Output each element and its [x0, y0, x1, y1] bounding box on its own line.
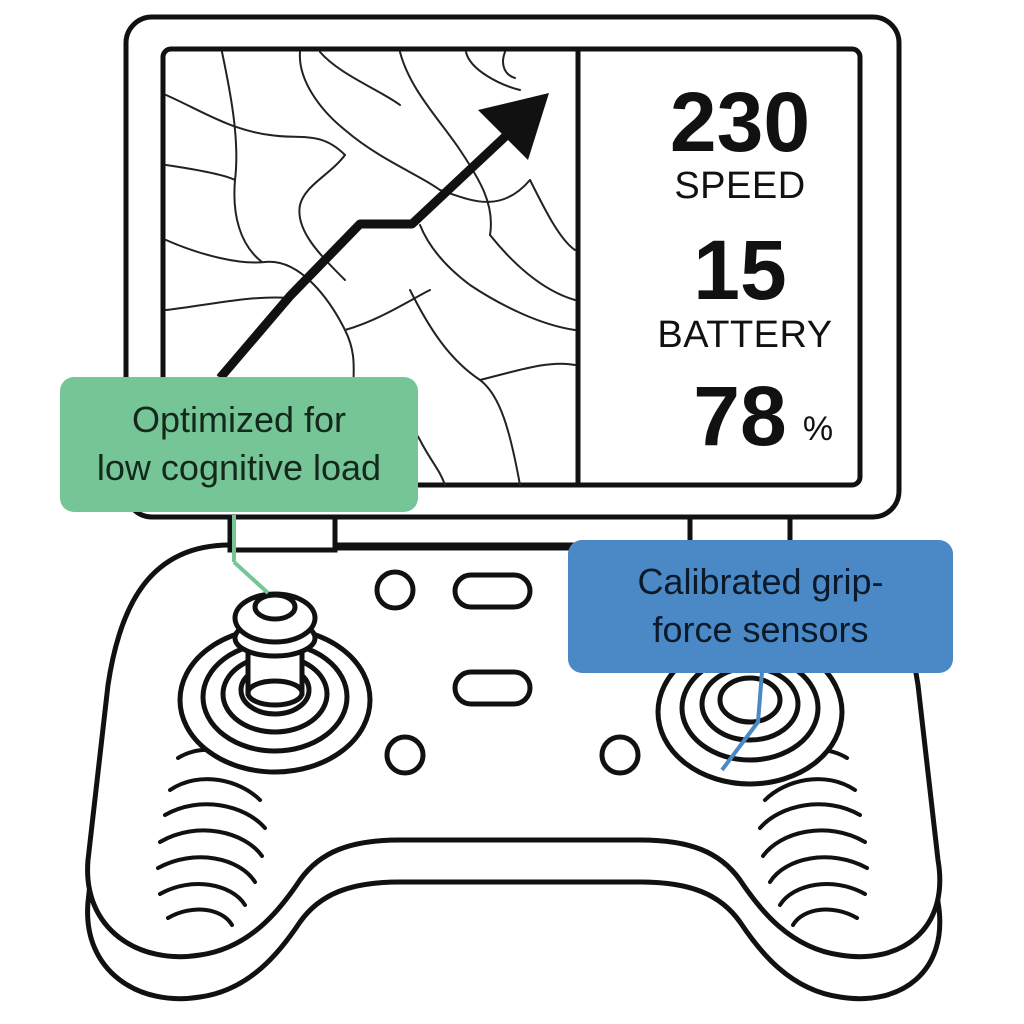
route-arrow — [216, 93, 549, 381]
bottom-left-round-button — [384, 734, 426, 776]
right-callout — [568, 540, 953, 772]
top-pill-button — [452, 572, 533, 610]
battery-label: BATTERY — [657, 314, 833, 356]
speed-label: SPEED — [674, 165, 806, 207]
speed-value: 230 — [669, 75, 811, 169]
middle-pill-button — [452, 669, 533, 707]
bottom-right-round-button — [599, 734, 641, 776]
battery-unit: % — [802, 410, 834, 448]
left-callout — [60, 377, 418, 595]
center-buttons[interactable] — [374, 569, 641, 776]
middle-value: 15 — [693, 223, 787, 317]
right-callout-line1: Calibrated grip- — [637, 561, 884, 602]
left-callout-text: Optimized for low cognitive load — [60, 396, 418, 492]
battery-value: 78 — [693, 369, 787, 463]
right-callout-line2: force sensors — [652, 609, 869, 650]
left-callout-line1: Optimized for — [131, 399, 347, 440]
top-left-round-button — [374, 569, 416, 611]
left-callout-line2: low cognitive load — [96, 447, 382, 488]
left-joystick[interactable] — [177, 591, 373, 775]
right-joystick[interactable] — [655, 637, 845, 787]
right-callout-text: Calibrated grip- force sensors — [568, 558, 953, 654]
